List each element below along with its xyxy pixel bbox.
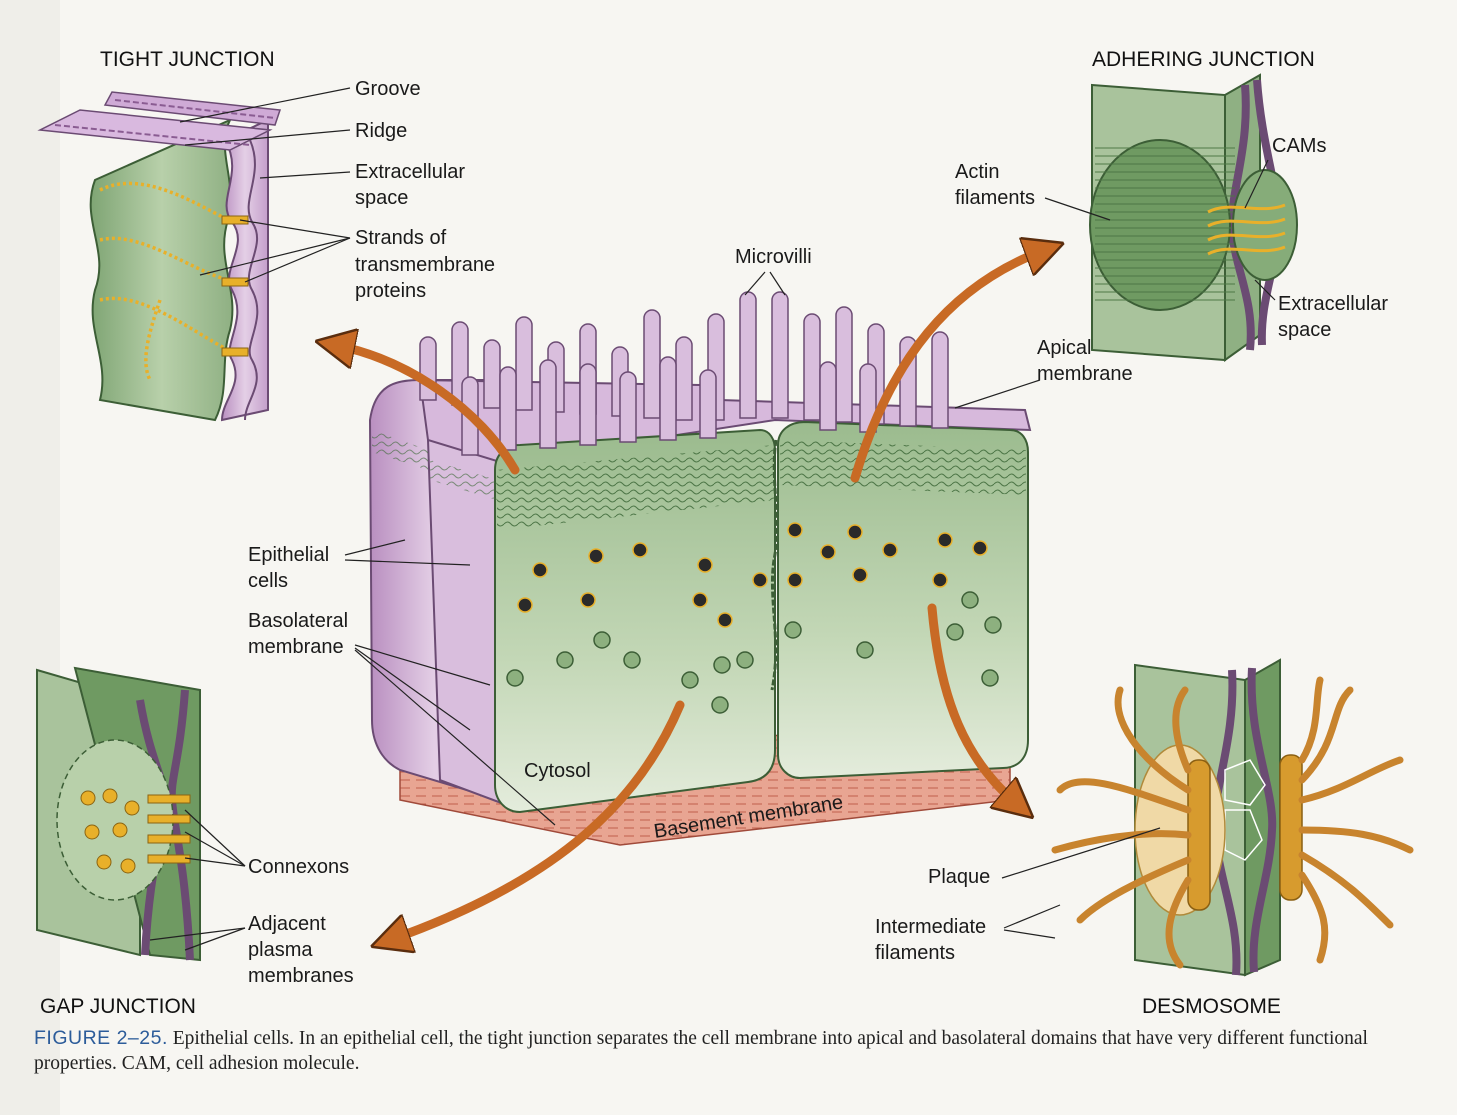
actin-label-1: Actin: [955, 161, 999, 183]
figure-caption: FIGURE 2–25. Epithelial cells. In an epi…: [34, 1026, 1424, 1076]
microvilli-label: Microvilli: [735, 246, 812, 268]
basolateral-membrane-label-1: Basolateral: [248, 610, 348, 632]
intermediate-filaments-label-2: filaments: [875, 942, 955, 964]
ad-extracellular-label-2: space: [1278, 319, 1331, 341]
groove-label: Groove: [355, 78, 421, 100]
tight-junction-leaders: [179, 87, 351, 283]
desmosome-title: DESMOSOME: [1142, 995, 1281, 1018]
strands-label-1: Strands of: [355, 227, 447, 249]
adjacent-plasma-label-1: Adjacent: [248, 913, 326, 935]
basolateral-membrane-label-2: membrane: [248, 636, 344, 658]
epithelial-cells-label-1: Epithelial: [248, 544, 329, 566]
gap-junction-leaders: [149, 809, 246, 951]
connection-arrows: [335, 250, 1045, 940]
tight-junction-title: TIGHT JUNCTION: [100, 48, 275, 71]
strands-label-2: transmembrane: [355, 254, 495, 276]
adhering-junction-illustration: [1089, 73, 1298, 362]
plaque-label: Plaque: [928, 866, 990, 888]
page-margin: [0, 0, 60, 1115]
central-epithelial-cells: [368, 291, 1032, 846]
ridge-label: Ridge: [355, 120, 407, 142]
ad-extracellular-label-1: Extracellular: [1278, 293, 1388, 315]
adhering-junction-title: ADHERING JUNCTION: [1092, 48, 1315, 71]
intermediate-filaments-label-1: Intermediate: [875, 916, 986, 938]
gap-junction-illustration: [36, 666, 201, 962]
apical-membrane-label-1: Apical: [1037, 337, 1091, 359]
extracellular-space-label-1: Extracellular: [355, 161, 465, 183]
strands-label-3: proteins: [355, 280, 426, 302]
epithelial-cells-label-2: cells: [248, 570, 288, 592]
desmosome-illustration: [1051, 658, 1414, 977]
adhering-junction-leaders: [1044, 159, 1276, 301]
connexons-label: Connexons: [248, 856, 349, 878]
tight-junction-illustration: [37, 91, 282, 422]
adjacent-plasma-label-3: membranes: [248, 965, 354, 987]
desmosome-leaders: [1001, 827, 1161, 939]
gap-junction-title: GAP JUNCTION: [40, 995, 196, 1018]
actin-label-2: filaments: [955, 187, 1035, 209]
adjacent-plasma-label-2: plasma: [248, 939, 313, 961]
central-leaders: [344, 271, 1041, 826]
cytosol-label: Cytosol: [524, 760, 591, 782]
figure-caption-text: Epithelial cells. In an epithelial cell,…: [34, 1028, 1368, 1074]
figure-number: FIGURE 2–25.: [34, 1027, 168, 1049]
extracellular-space-label-2: space: [355, 187, 408, 209]
apical-membrane-label-2: membrane: [1037, 363, 1133, 385]
cams-label: CAMs: [1272, 135, 1326, 157]
